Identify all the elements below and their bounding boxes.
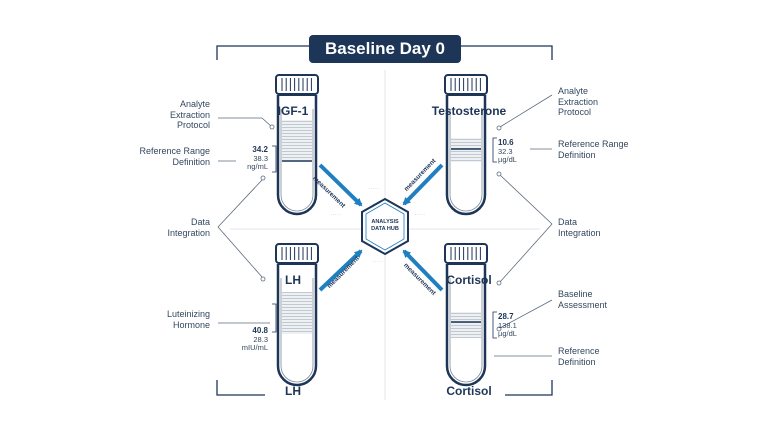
hub-note-right: · · · · · xyxy=(415,213,425,217)
tube-sample-lh xyxy=(282,292,312,334)
hub-label-line1: ANALYSIS xyxy=(371,219,399,225)
value-igf1: 34.2 38.3 ng/mL xyxy=(247,145,268,171)
label-baseline-assessment: Baseline Assessment xyxy=(558,289,608,310)
tube-sample-cortisol xyxy=(451,312,481,338)
hub-note-top: · · · · · xyxy=(369,187,379,191)
connectors-left xyxy=(217,117,275,324)
tube-title-cortisol: Cortisol xyxy=(446,273,492,287)
arrow-testosterone xyxy=(402,163,444,206)
label-reference-range-definition-right: Reference Range Definition xyxy=(558,139,629,160)
label-reference-range-definition-left: Reference Range Definition xyxy=(139,146,210,167)
arrows xyxy=(318,163,444,292)
tube-igf1 xyxy=(275,74,319,216)
label-reference-definition: Reference Definition xyxy=(558,346,600,367)
tube-title-lh: LH xyxy=(285,273,301,287)
label-analyte-extraction-protocol-left: Analyte Extraction Protocol xyxy=(169,99,210,130)
tube-testosterone xyxy=(444,74,488,216)
tube-cortisol xyxy=(444,243,488,387)
hub-note-left: · · · · · xyxy=(331,213,341,217)
value-cortisol: 28.7 138.1 µg/dL xyxy=(498,312,517,338)
tube-sample-igf1 xyxy=(282,120,312,160)
page-title: Baseline Day 0 xyxy=(309,35,461,63)
label-data-integration-right: Data Integration xyxy=(558,217,601,238)
tube-title-igf1: IGF-1 xyxy=(277,104,309,118)
hub-label: ANALYSIS DATA HUB xyxy=(363,219,407,232)
hub-note-bottom: · · · · · xyxy=(373,260,383,264)
value-lh: 40.8 28.3 mIU/mL xyxy=(241,326,268,352)
label-luteinizing-hormone: Luteinizing Hormone xyxy=(166,309,210,330)
frame-top xyxy=(216,45,553,60)
tubes-group xyxy=(275,74,488,387)
tube-bottom-label-lh: LH xyxy=(285,384,301,398)
connectors-right xyxy=(494,94,553,357)
value-brackets xyxy=(272,137,497,339)
label-data-integration-left: Data Integration xyxy=(167,217,210,238)
tube-bottom-label-cortisol: Cortisol xyxy=(446,384,492,398)
tube-lh xyxy=(275,243,319,387)
analysis-hub xyxy=(361,197,409,256)
frame-bottom xyxy=(216,380,553,396)
value-testosterone: 10.6 32.3 µg/dL xyxy=(498,138,517,164)
tube-title-testosterone: Testosterone xyxy=(431,104,507,118)
label-analyte-extraction-protocol-right: Analyte Extraction Protocol xyxy=(558,86,599,117)
tube-sample-testosterone xyxy=(451,138,481,162)
arrow-igf1 xyxy=(318,163,363,207)
arrow-cortisol xyxy=(402,249,444,292)
arrow-lh xyxy=(318,249,363,292)
hub-label-line2: DATA HUB xyxy=(371,225,399,232)
